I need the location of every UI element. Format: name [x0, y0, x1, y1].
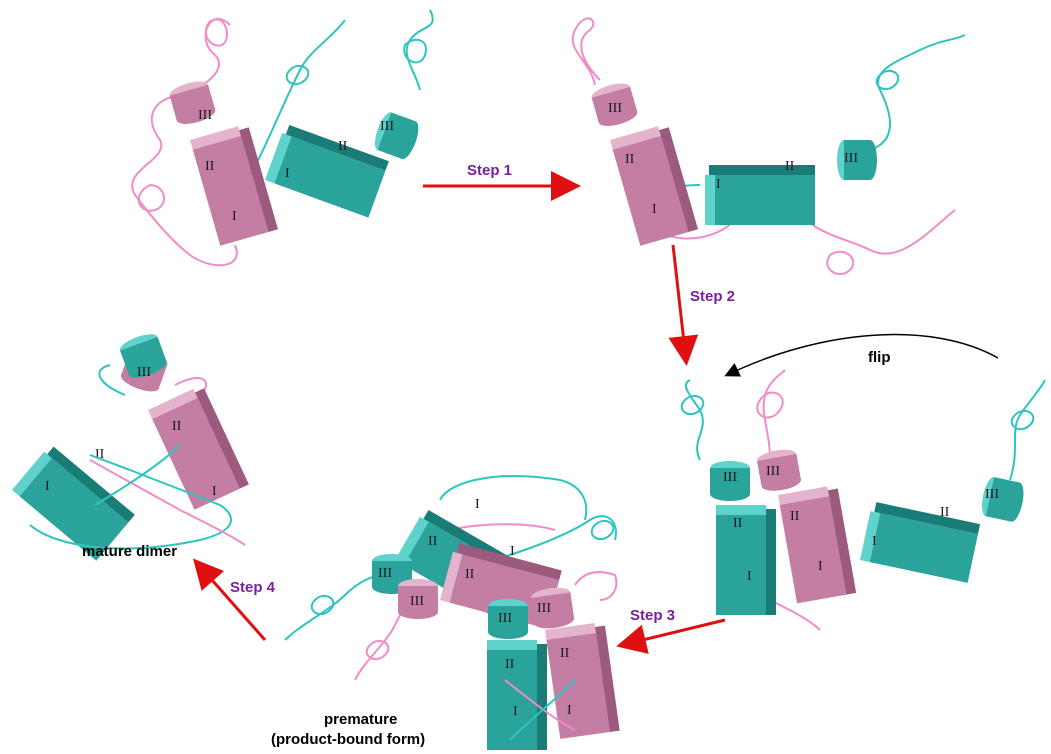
label-d1-pink-mature: I	[212, 484, 217, 499]
label-d1-teal-2: I	[716, 177, 721, 192]
premature-label: premature	[324, 711, 397, 728]
panel-mature-dimer: III II I II I	[12, 330, 249, 561]
label-d3-teal-2: III	[844, 151, 858, 166]
label-d1-teal-3: I	[747, 569, 752, 584]
label-d3-teal: III	[380, 119, 394, 134]
label-d3-teal-6: III	[498, 611, 512, 626]
label-d2-pink-5: II	[465, 567, 475, 582]
label-d1-pink-3: I	[818, 559, 823, 574]
label-d1-pink-2: I	[652, 202, 657, 217]
label-d2-teal-2: II	[785, 159, 795, 174]
panel-premature: III III II I II I III II I III II I	[284, 475, 620, 750]
label-d2-pink: II	[205, 159, 215, 174]
domain-block-pink-7	[148, 384, 249, 510]
label-d2-pink-6: II	[560, 646, 570, 661]
domain-block-pink-3	[778, 484, 857, 604]
label-d1-teal-6: I	[513, 704, 518, 719]
domain-block-teal-4	[860, 501, 981, 583]
step2-label: Step 2	[690, 288, 735, 305]
step4-arrow	[193, 558, 267, 641]
panel-dimer-assembly: III II I III II I I II III	[680, 369, 1046, 631]
label-d2-pink-mature: II	[172, 419, 182, 434]
label-d2-teal-5: II	[428, 534, 438, 549]
label-d3-pink-6: III	[537, 601, 551, 616]
label-d2-pink-2: II	[625, 152, 635, 167]
label-d1-pink: I	[232, 209, 237, 224]
label-d1-pink-5: I	[510, 544, 515, 559]
label-d2-teal-mature: II	[95, 447, 105, 462]
step2-arrow	[668, 244, 699, 366]
step3-arrow	[616, 618, 726, 654]
domain-block-teal	[265, 123, 389, 218]
panel-monomer-initial: III II I I II III	[131, 9, 434, 267]
label-d2-pink-3: II	[790, 509, 800, 524]
label-d3-teal-5: III	[378, 566, 392, 581]
label-d1-pink-6: I	[567, 703, 572, 718]
label-d3-pink: III	[198, 108, 212, 123]
step3-label: Step 3	[630, 607, 675, 624]
label-d1-teal-5: I	[475, 497, 480, 512]
label-d1-teal-4: I	[872, 534, 877, 549]
label-d2-teal-4: II	[940, 505, 950, 520]
label-d2-teal-6: II	[505, 657, 515, 672]
label-d3-pink-3: III	[766, 464, 780, 479]
premature-sub-label: (product-bound form)	[271, 731, 425, 748]
flip-arrow	[724, 333, 999, 377]
label-d1-teal-mature: I	[45, 479, 50, 494]
label-d3-mature: III	[137, 365, 151, 380]
mature-dimer-label: mature dimer	[82, 543, 177, 560]
step4-label: Step 4	[230, 579, 276, 596]
label-d1-teal: I	[285, 166, 290, 181]
domain-block-pink-6	[545, 621, 620, 739]
label-d2-teal-3: II	[733, 516, 743, 531]
label-d3-teal-3: III	[723, 470, 737, 485]
flip-label: flip	[868, 349, 891, 366]
label-d2-teal: II	[338, 139, 348, 154]
label-d3-pink-5: III	[410, 594, 424, 609]
step1-label: Step 1	[467, 162, 512, 179]
panel-monomer-extended: III II I I II III	[571, 17, 966, 275]
label-d3-teal-4: III	[985, 487, 999, 502]
domain-block-pink	[190, 123, 278, 246]
label-d3-pink-2: III	[608, 101, 622, 116]
domain-block-teal-3	[716, 505, 776, 615]
domain-block-teal-2	[705, 165, 815, 225]
domain-cyl-teal	[371, 110, 423, 162]
domain-block-pink-2	[610, 123, 698, 246]
